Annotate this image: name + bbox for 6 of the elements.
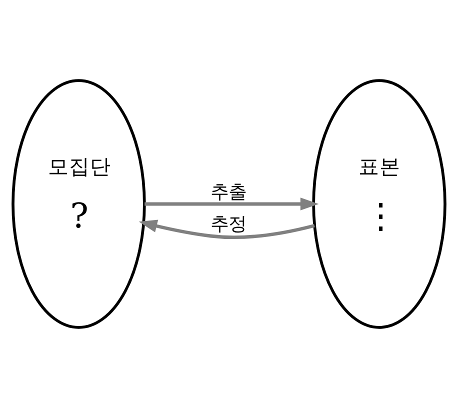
node-ellipse: 모집단 ? bbox=[12, 79, 146, 329]
edge-label: 추정 bbox=[210, 214, 247, 236]
arrow bbox=[144, 198, 319, 210]
node-ellipse: 표본 ⋮ bbox=[312, 79, 446, 329]
arrow bbox=[138, 220, 315, 239]
edge-label: 추출 bbox=[210, 182, 247, 204]
